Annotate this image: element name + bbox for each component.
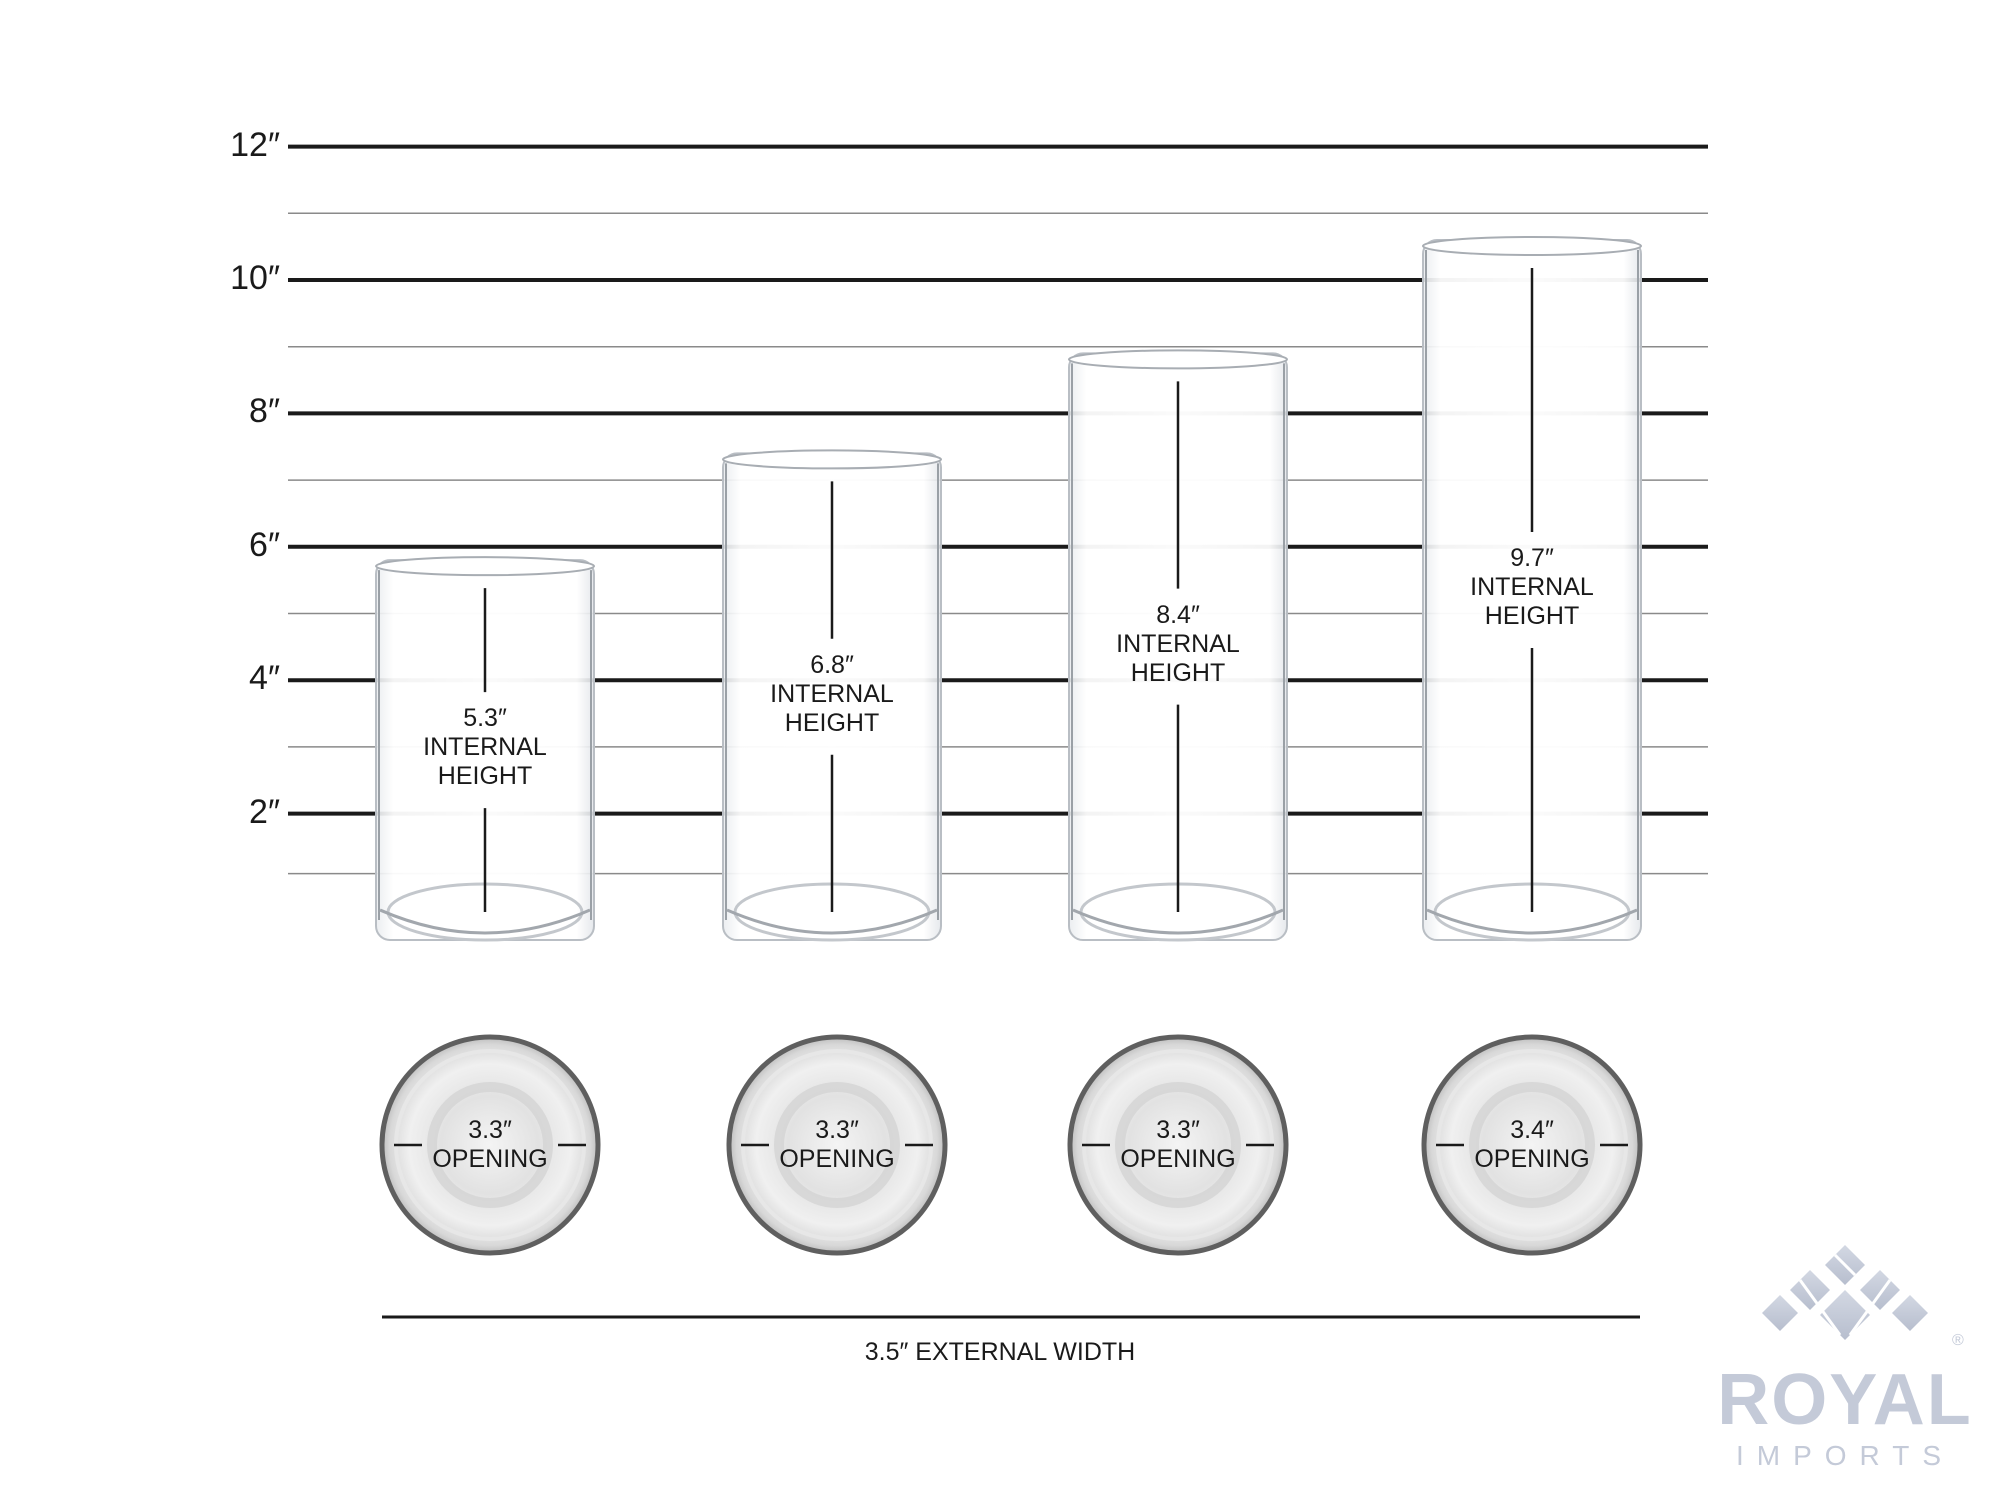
opening-label-line: OPENING [1474,1145,1590,1173]
vase [375,556,595,942]
opening-label: 3.4″OPENING [1452,1116,1612,1174]
ruler-tick-label: 2″ [249,792,280,831]
height-label-line: 5.3″ [463,704,507,733]
height-label-line: HEIGHT [437,762,533,791]
height-label-line: 8.4″ [1156,600,1200,629]
plate-rim [1421,1034,1643,1256]
opening-label-line: 3.3″ [815,1116,859,1144]
brand-subname: IMPORTS [1735,1440,1955,1471]
vase-rim [1422,235,1642,256]
opening-label-line: 3.4″ [1510,1116,1554,1144]
opening-label-line: 3.3″ [468,1116,512,1144]
vase [1422,235,1642,942]
crown-diamond-icon [1762,1245,1928,1340]
plate-center-ring [774,1082,900,1208]
vase-base-edge [1072,908,1284,935]
height-label-line: INTERNAL [423,733,547,762]
opening-label-line: OPENING [1120,1145,1236,1173]
ruler-tick-label: 6″ [249,525,280,564]
vase-base-edge [1426,908,1638,935]
height-label-line: HEIGHT [784,708,880,737]
ruler-tick-label: 12″ [230,125,280,164]
opening-label: 3.3″OPENING [757,1116,917,1174]
height-label-line: INTERNAL [1470,572,1594,601]
plate-rim [379,1034,601,1256]
plate-center-ring [427,1082,553,1208]
vases [375,235,1642,942]
height-label-line: 6.8″ [810,650,854,679]
opening-label: 3.3″OPENING [410,1116,570,1174]
registered-mark: ® [1952,1332,1964,1349]
height-label-line: HEIGHT [1484,601,1580,630]
plate-rim [1067,1034,1289,1256]
plate-rim [726,1034,948,1256]
opening-plate [726,1034,948,1256]
height-label-line: HEIGHT [1130,658,1226,687]
opening-label-line: 3.3″ [1156,1116,1200,1144]
vase [1068,349,1288,942]
opening-label-line: OPENING [779,1145,895,1173]
brand-logo: ® ROYAL IMPORTS [1700,1240,1990,1480]
vase [722,449,942,942]
vase-base-edge [726,908,938,935]
vase-rim [375,556,595,577]
plate-center-ring [1115,1082,1241,1208]
opening-plate [1421,1034,1643,1256]
height-label-line: INTERNAL [1116,629,1240,658]
ruler-tick-label: 8″ [249,392,280,431]
external-width-label: 3.5″ EXTERNAL WIDTH [864,1338,1136,1366]
openings [379,1034,1643,1256]
opening-plate [379,1034,601,1256]
vase-rim [1068,349,1288,370]
height-label-line: 9.7″ [1510,543,1554,572]
vase-base-edge [379,908,591,935]
brand-name: ROYAL [1717,1360,1973,1440]
opening-label-line: OPENING [432,1145,548,1173]
plate-center-ring [1469,1082,1595,1208]
ruler-tick-label: 4″ [249,659,280,698]
opening-label: 3.3″OPENING [1098,1116,1258,1174]
ruler-tick-label: 10″ [230,259,280,297]
height-label-line: INTERNAL [770,679,894,708]
vase-rim [722,449,942,470]
opening-plate [1067,1034,1289,1256]
